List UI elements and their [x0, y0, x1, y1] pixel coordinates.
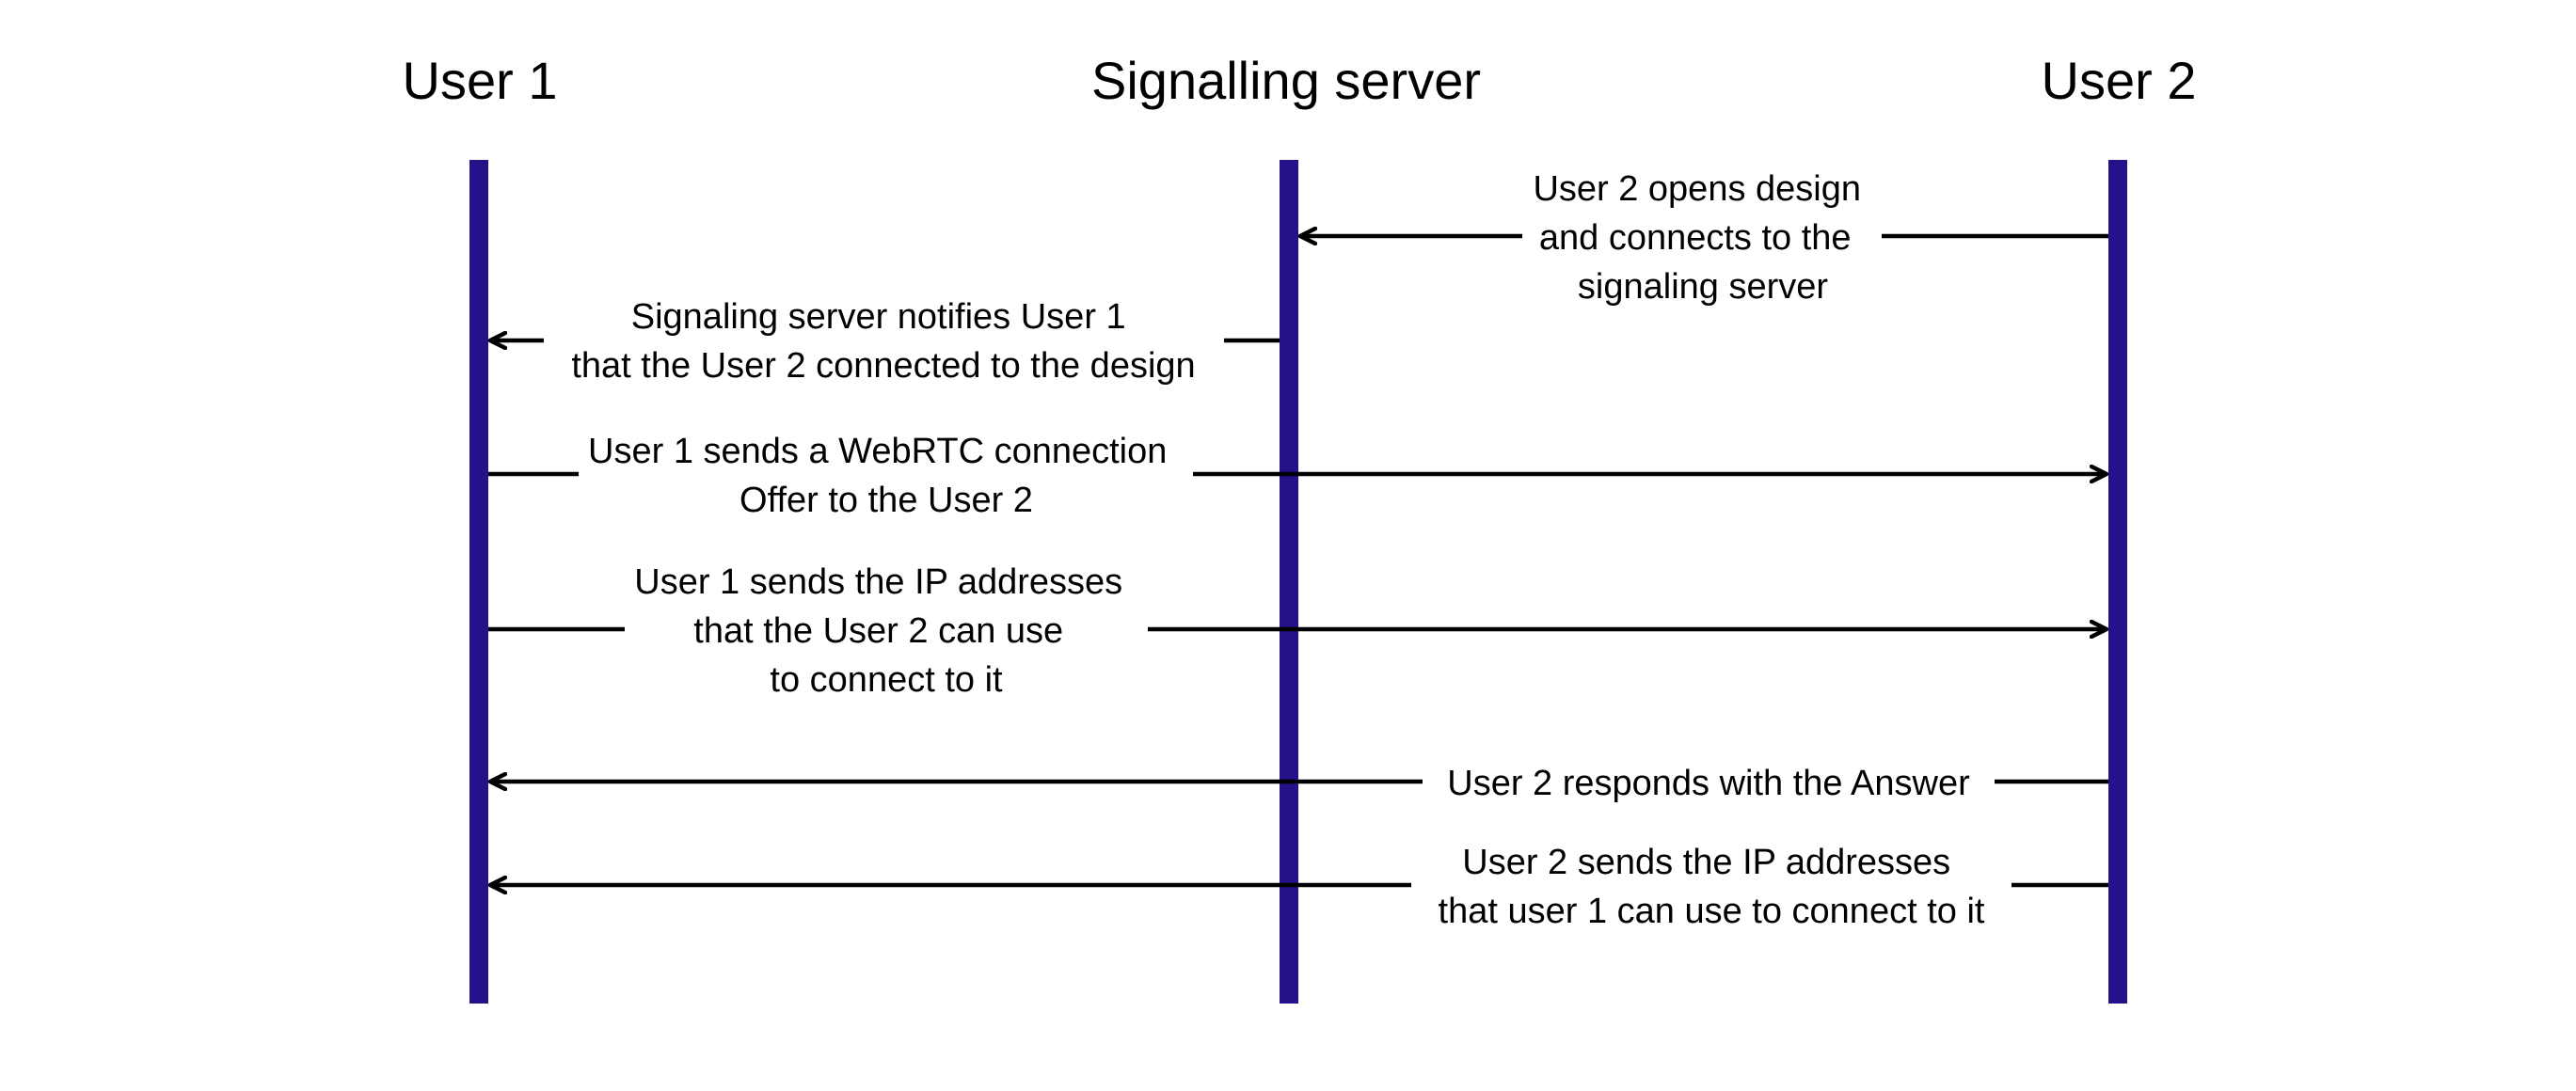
- svg-text:User 1 sends a WebRTC connecti: User 1 sends a WebRTC connection Offer t…: [588, 432, 1177, 520]
- message-label-line: User 2 opens design: [1533, 169, 1861, 209]
- actor-title-server: Signalling server: [1091, 51, 1481, 110]
- message-label-line: User 2 responds with the Answer: [1447, 764, 1970, 803]
- message-label-line: that user 1 can use to connect to it: [1439, 892, 1985, 931]
- svg-text:Signaling server notifies User: Signaling server notifies User 1 that th…: [571, 297, 1195, 386]
- message-label-line: Offer to the User 2: [739, 481, 1033, 520]
- message-label-line: Signaling server notifies User 1: [631, 297, 1126, 337]
- message-label-line: and connects to the: [1539, 218, 1852, 258]
- message-user2-connects: User 2 opens design and connects to the …: [1300, 169, 2108, 307]
- message-label-line: that the User 2 connected to the design: [571, 346, 1195, 386]
- message-label-line: that the User 2 can use: [693, 611, 1063, 651]
- svg-text:User 2 responds with the Answe: User 2 responds with the Answer: [1447, 764, 1970, 803]
- message-label-line: User 2 sends the IP addresses: [1462, 843, 1950, 882]
- message-user2-answers: User 2 responds with the Answer: [490, 764, 2108, 803]
- svg-text:User 2 opens design and: User 2 opens design and connects to the …: [1533, 169, 1870, 307]
- message-label-line: to connect to it: [770, 660, 1003, 700]
- message-server-notifies-user1: Signaling server notifies User 1 that th…: [490, 297, 1280, 386]
- lifeline-user1: [469, 160, 488, 1004]
- lifeline-user2: [2108, 160, 2127, 1004]
- actor-title-user1: User 1: [403, 51, 558, 110]
- message-user1-sends-offer: User 1 sends a WebRTC connection Offer t…: [488, 432, 2107, 520]
- message-label-line: User 1 sends the IP addresses: [634, 562, 1122, 602]
- actor-title-user2: User 2: [2042, 51, 2197, 110]
- message-label-line: signaling server: [1578, 267, 1828, 307]
- message-user1-sends-ips: User 1 sends the IP addresses that the U…: [488, 562, 2107, 700]
- svg-text:User 2 sends the IP addresses: User 2 sends the IP addresses that user …: [1439, 843, 1985, 931]
- message-user2-sends-ips: User 2 sends the IP addresses that user …: [490, 843, 2108, 931]
- message-label-line: User 1 sends a WebRTC connection: [588, 432, 1167, 471]
- svg-text:User 1 sends the IP addresses: User 1 sends the IP addresses that the U…: [634, 562, 1132, 700]
- lifeline-server: [1280, 160, 1298, 1004]
